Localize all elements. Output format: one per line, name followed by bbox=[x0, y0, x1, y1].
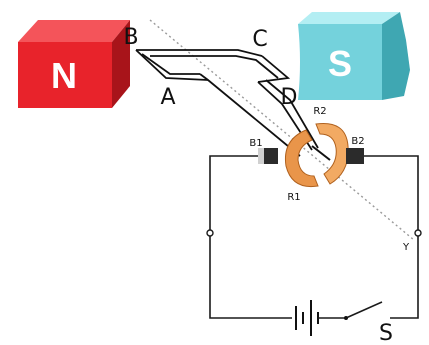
coil-side-cd bbox=[257, 55, 291, 83]
split-ring-commutator bbox=[284, 122, 349, 188]
brush-label-b2: B2 bbox=[351, 136, 364, 147]
south-magnet: S bbox=[298, 12, 410, 100]
external-circuit bbox=[206, 155, 422, 319]
rotation-axis-line bbox=[149, 19, 415, 241]
coil-label-d: D bbox=[281, 85, 298, 110]
north-magnet: N bbox=[18, 20, 130, 108]
south-pole-label: S bbox=[328, 43, 352, 84]
coil-label-a: A bbox=[160, 85, 175, 110]
brush-label-b1: B1 bbox=[249, 138, 262, 149]
battery-symbol bbox=[295, 300, 346, 336]
brush-b1 bbox=[258, 148, 278, 164]
commutator-label-r1: R1 bbox=[287, 192, 300, 203]
commutator-label-r2: R2 bbox=[313, 106, 326, 117]
brush-b2 bbox=[346, 148, 364, 164]
coil-label-c: C bbox=[252, 27, 267, 52]
commutator-ring-r1 bbox=[284, 129, 319, 188]
coil-lead-a bbox=[199, 73, 301, 157]
switch-symbol bbox=[344, 301, 383, 320]
commutator-ring-r2 bbox=[315, 122, 349, 185]
north-pole-label: N bbox=[51, 55, 77, 96]
coil-side-bc bbox=[136, 49, 263, 57]
switch-label: S bbox=[379, 321, 393, 345]
coil-label-b: B bbox=[123, 25, 138, 50]
coil-side-ab bbox=[135, 49, 209, 81]
axis-label-y: Y bbox=[402, 242, 410, 253]
